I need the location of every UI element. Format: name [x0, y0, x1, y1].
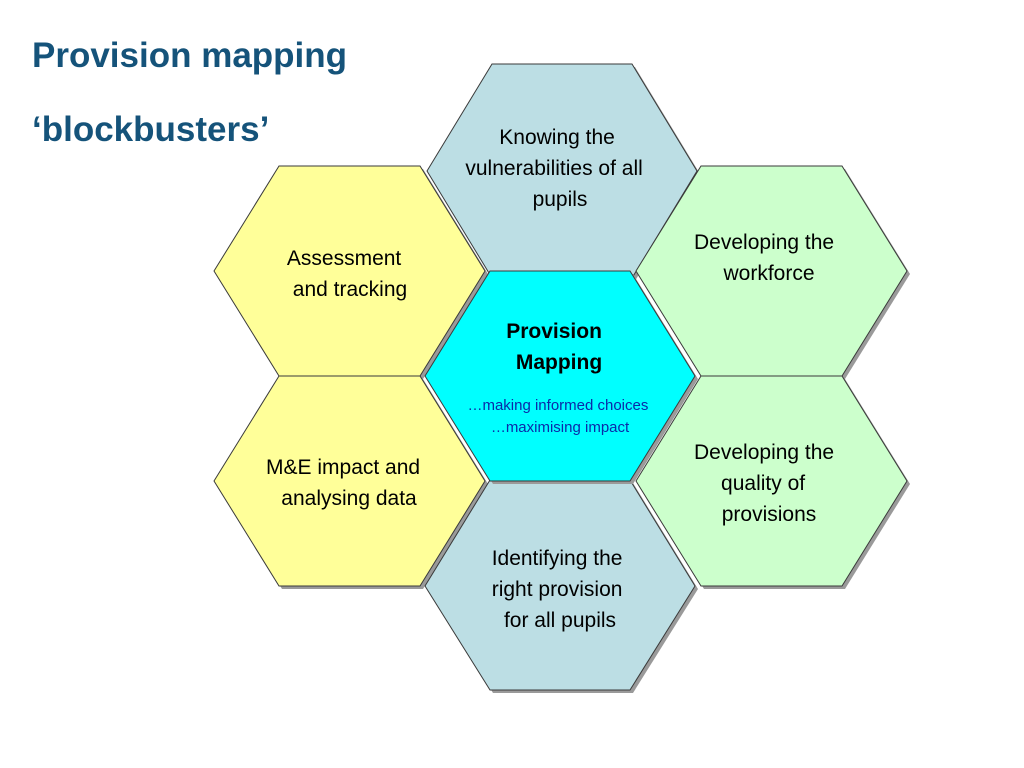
hexagon-bottom-label-line: Identifying the [492, 547, 623, 570]
hexagon-top-label-line: pupils [533, 188, 588, 211]
hexagon-bottom-label-line: for all pupils [504, 609, 616, 632]
hexagon-lower-left-shape [213, 375, 486, 587]
hexagon-lower-right-label-line: provisions [722, 503, 817, 526]
hexagon-lower-right-label-line: Developing the [694, 441, 834, 464]
hexagon-center-shape [424, 270, 696, 482]
hexagon-upper-left-label-line: Assessment [287, 247, 402, 270]
hexagon-center-title-line: Provision [506, 320, 602, 343]
hexagon-bottom-label: Identifying the right provision for all … [492, 547, 629, 632]
hexagon-upper-right: Developing the workforce [635, 165, 910, 379]
hexagon-center-title-line: Mapping [516, 351, 602, 374]
hexagon-center-subtitle: …making informed choices …maximising imp… [467, 397, 652, 436]
page-title-line-1: Provision mapping [32, 36, 348, 75]
hexagon-upper-left-label-line: and tracking [293, 278, 407, 301]
hexagon-center: Provision Mapping …making informed choic… [424, 270, 698, 484]
page-title-line-2: ‘blockbusters’ [32, 110, 270, 149]
hexagon-upper-right-label-line: Developing the [694, 231, 834, 254]
hexagon-center-subtitle-line: …maximising impact [491, 419, 630, 436]
hexagon-upper-right-label-line: workforce [722, 262, 814, 285]
hexagon-lower-right: Developing the quality of provisions [635, 375, 910, 589]
hexagon-upper-right-label: Developing the workforce [694, 231, 840, 285]
hexagon-top-label-line: Knowing the [499, 126, 615, 149]
hexagon-lower-right-shape [635, 375, 908, 587]
hexagon-center-title: Provision Mapping [506, 320, 608, 374]
hexagon-lower-right-label: Developing the quality of provisions [694, 441, 840, 526]
hexagon-top: Knowing the vulnerabilities of all pupil… [426, 63, 700, 281]
hexagon-lower-left: M&E impact and analysing data [213, 375, 488, 589]
hexagon-lower-right-label-line: quality of [721, 472, 805, 495]
hexagon-lower-left-label: M&E impact and analysing data [266, 456, 426, 510]
hexagon-bottom-label-line: right provision [492, 578, 623, 601]
hexagon-bottom: Identifying the right provision for all … [424, 479, 698, 693]
hexagon-lower-left-label-line: M&E impact and [266, 456, 420, 479]
hexagon-upper-left: Assessment and tracking [213, 165, 488, 379]
hexagon-top-label: Knowing the vulnerabilities of all pupil… [465, 126, 648, 211]
hexagon-center-subtitle-line: …making informed choices [467, 397, 648, 414]
hexagon-upper-left-label: Assessment and tracking [287, 247, 407, 301]
hexagon-top-label-line: vulnerabilities of all [465, 157, 642, 180]
hexagon-lower-left-label-line: analysing data [281, 487, 417, 510]
